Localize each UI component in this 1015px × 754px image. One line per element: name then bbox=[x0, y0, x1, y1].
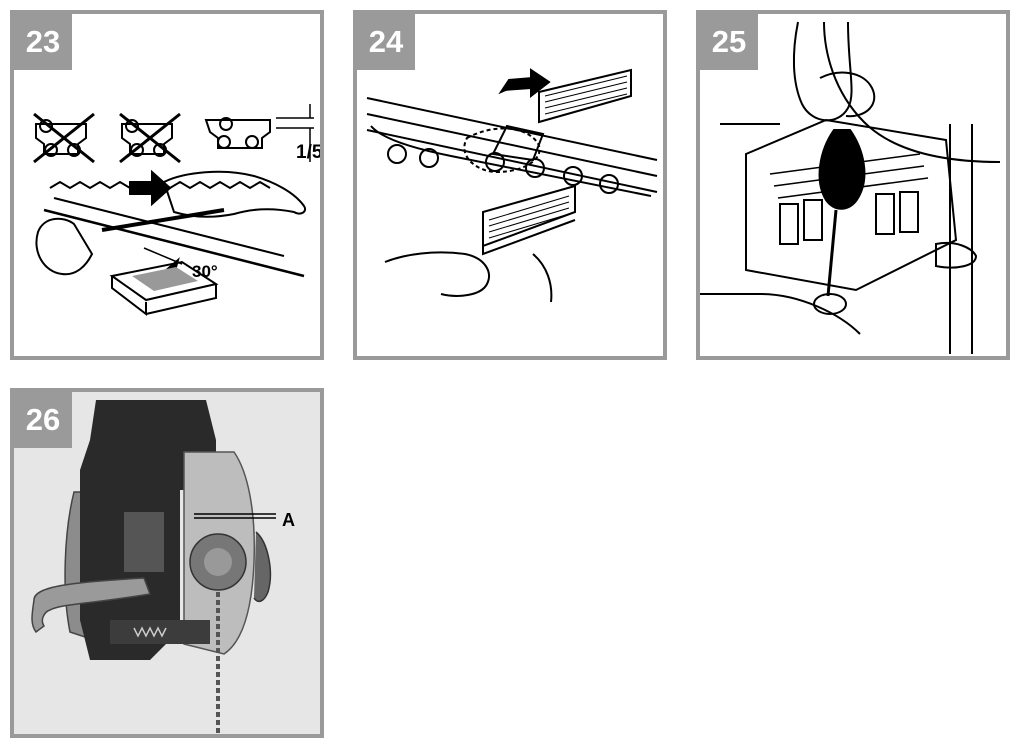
figure-number: 26 bbox=[14, 392, 72, 448]
depth-gauge-illustration bbox=[366, 68, 658, 303]
oiling-illustration bbox=[700, 21, 1001, 354]
angle-label: 30° bbox=[192, 262, 218, 281]
chainsaw-photo bbox=[14, 392, 320, 734]
figure-26: 26 A bbox=[10, 388, 324, 738]
figure-number: 25 bbox=[700, 14, 758, 70]
depth-fraction-label: 1/5 bbox=[296, 142, 323, 163]
callout-label-a: A bbox=[282, 510, 295, 530]
figure-23: 23 bbox=[10, 10, 324, 360]
correct-cutter bbox=[204, 104, 314, 162]
figure-number: 23 bbox=[14, 14, 72, 70]
figure-25: 25 bbox=[696, 10, 1010, 360]
chain-filing-illustration bbox=[33, 104, 314, 317]
figure-number: 24 bbox=[357, 14, 415, 70]
figure-24: 24 bbox=[353, 10, 667, 360]
